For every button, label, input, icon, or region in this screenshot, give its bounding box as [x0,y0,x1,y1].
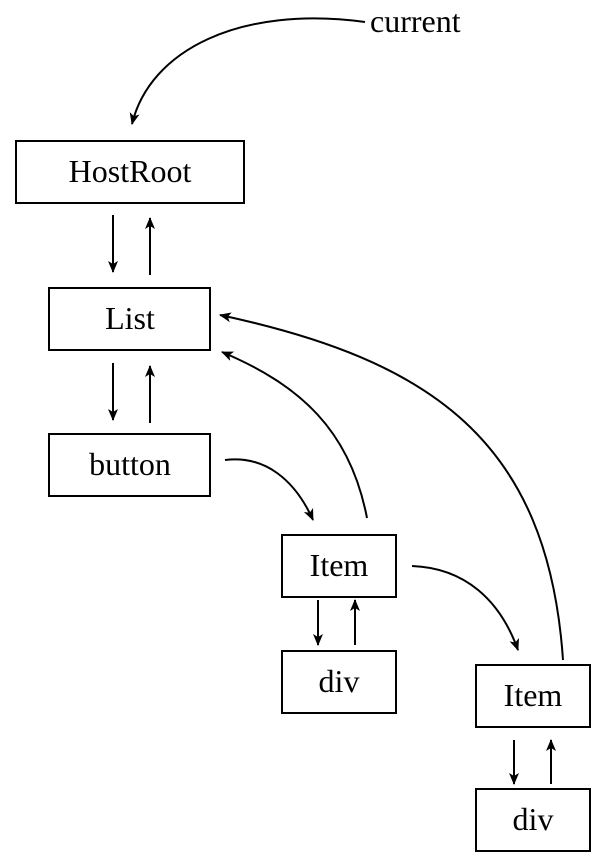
node-item-2-label: Item [504,677,563,713]
item1-sibling-arrow [411,565,519,651]
node-item-2: Item [475,664,591,728]
item2-return-arrow-to-list [219,312,564,661]
node-button-label: button [89,446,171,482]
current-pointer-arrow [129,17,366,125]
node-button: button [48,433,211,497]
node-div-2-label: div [513,801,554,837]
node-list: List [48,287,211,351]
node-item-1: Item [281,534,397,598]
node-hostroot-label: HostRoot [69,153,192,189]
node-list-label: List [105,300,155,336]
node-div-1: div [281,650,397,714]
button-sibling-arrow [224,458,314,521]
node-hostroot: HostRoot [15,140,245,204]
node-div-1-label: div [319,663,360,699]
node-div-2: div [475,788,591,852]
node-item-1-label: Item [310,547,369,583]
item1-return-arrow-to-list [221,351,368,519]
current-pointer-label: current [370,3,461,39]
